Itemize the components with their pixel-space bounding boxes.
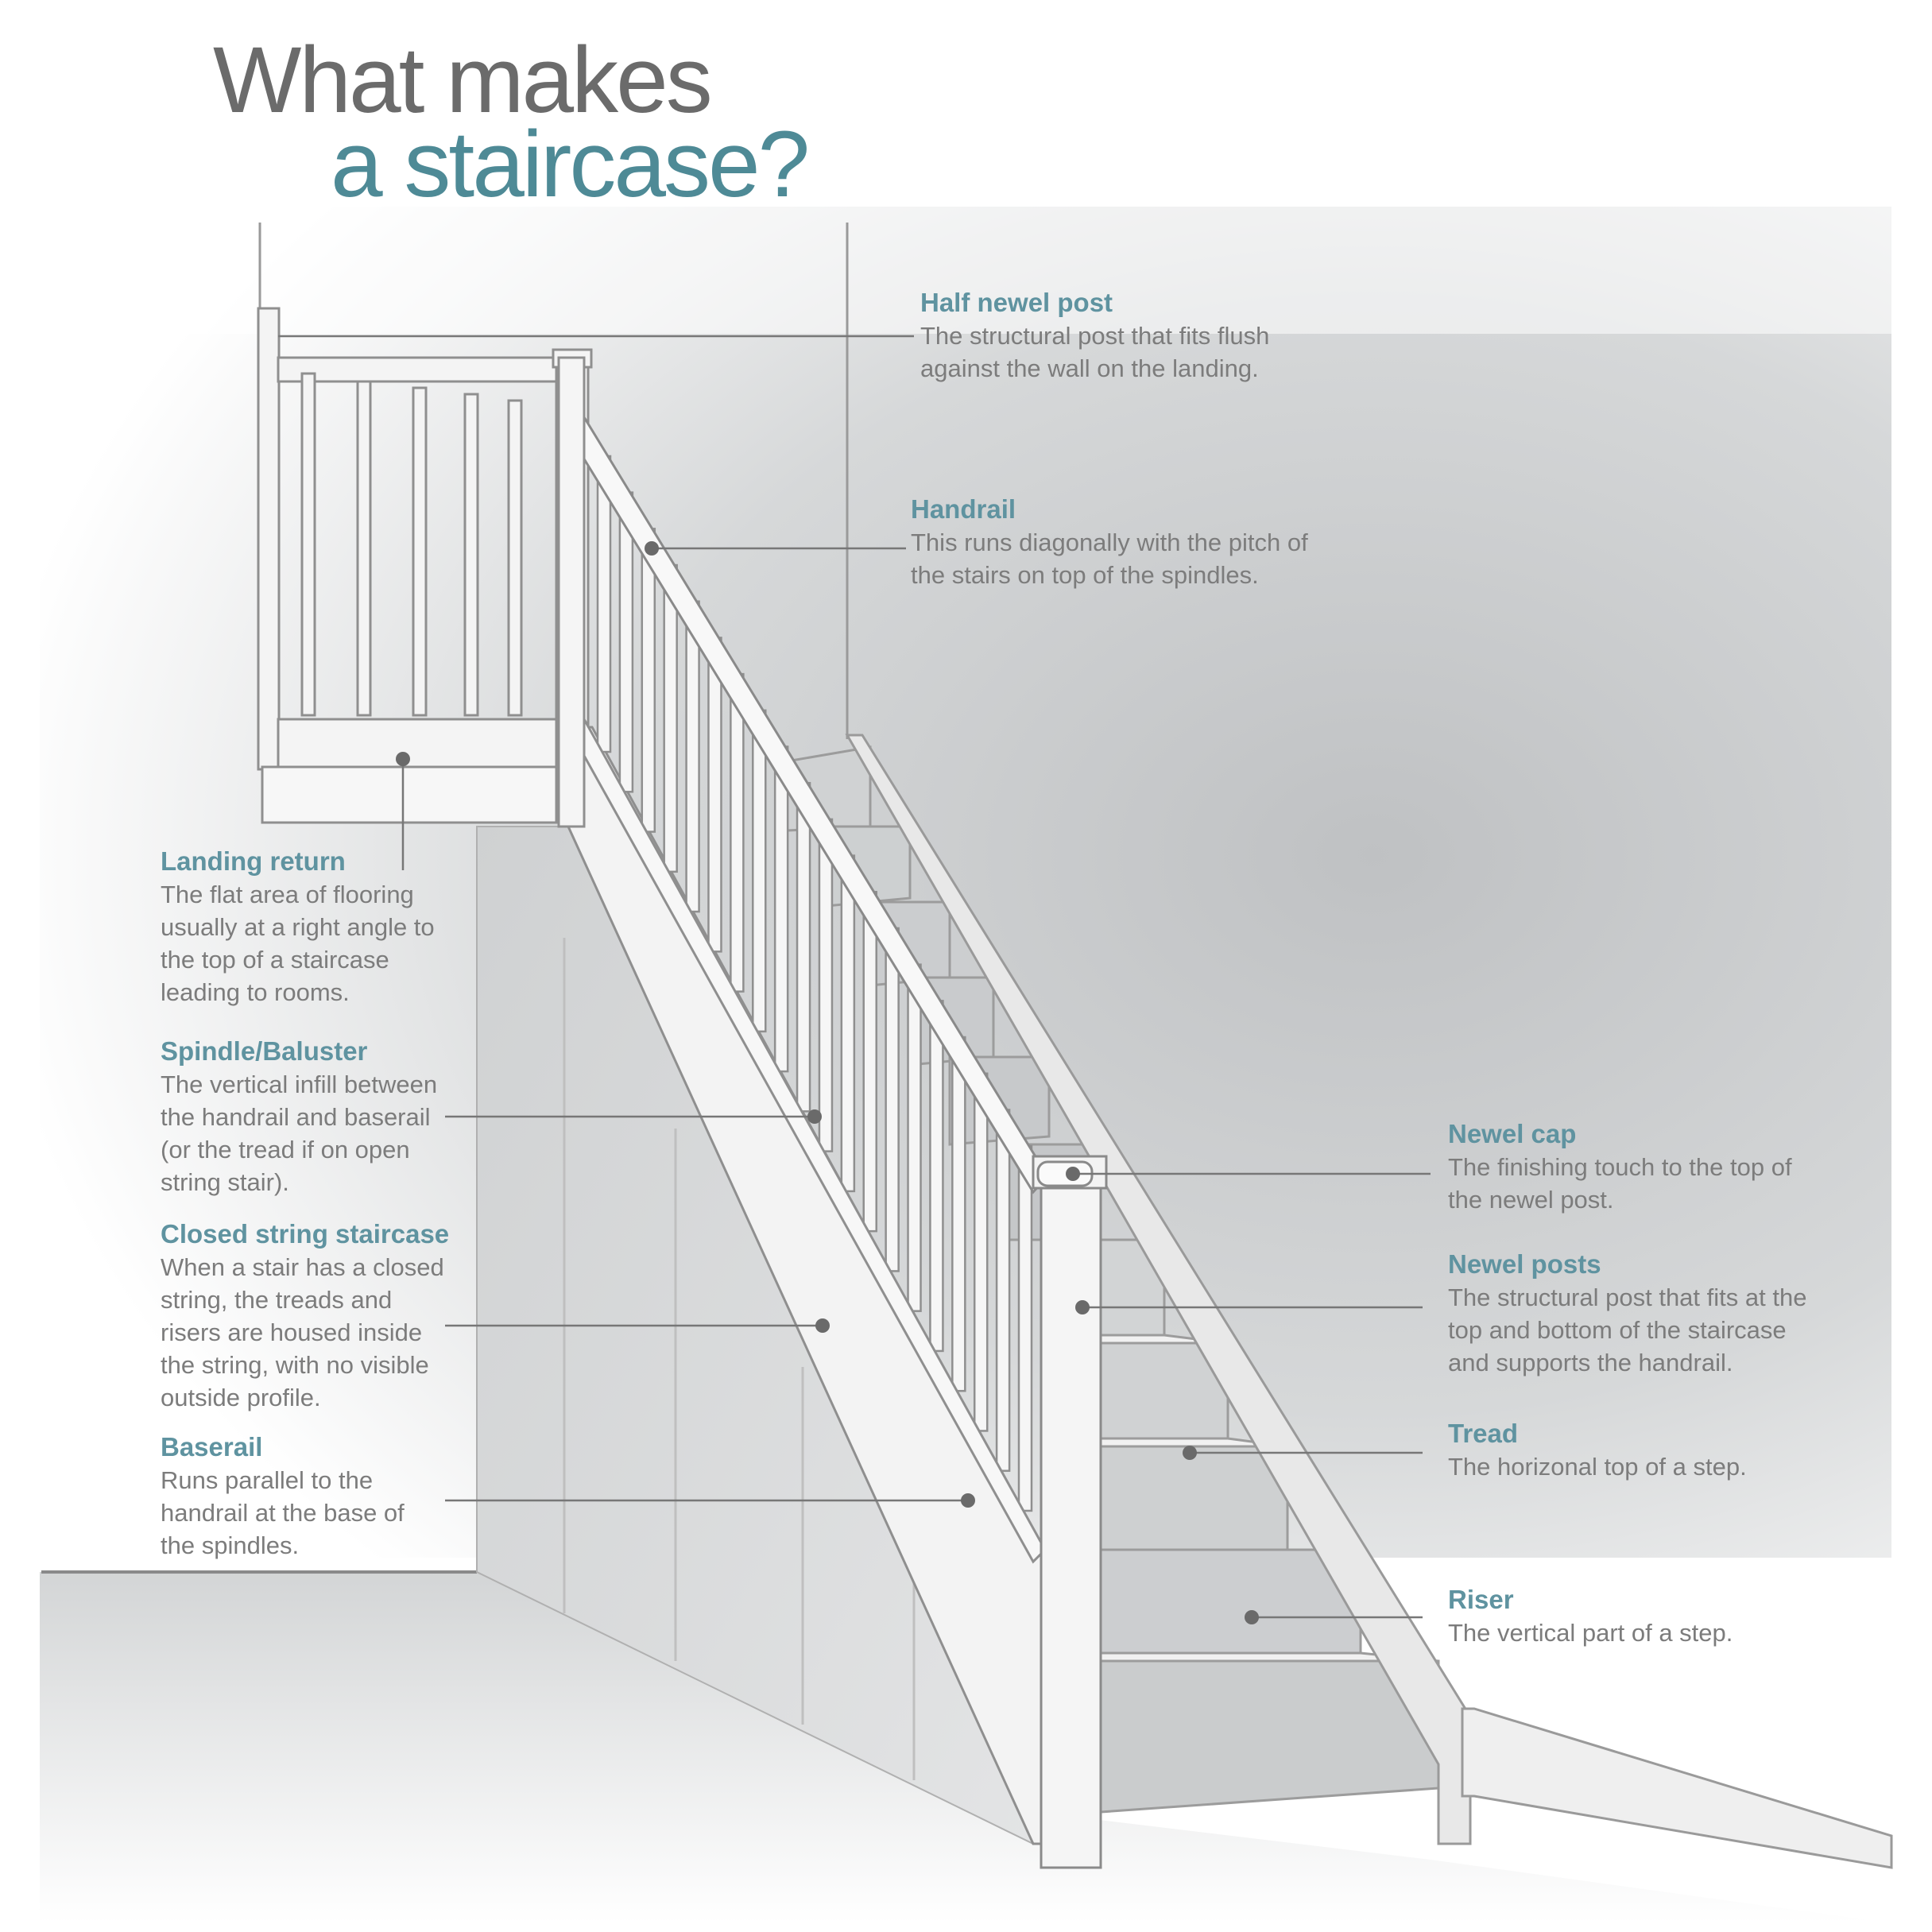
- floor: [40, 1572, 1891, 1923]
- spindle: [730, 672, 745, 993]
- callout-desc-line: The structural post that fits flush: [920, 322, 1270, 350]
- leader-dots: [396, 541, 1259, 1624]
- spindle: [707, 637, 722, 953]
- spindle: [951, 1036, 966, 1392]
- callout-heading: Closed string staircase: [161, 1219, 450, 1249]
- callout-desc-line: the stairs on top of the spindles.: [911, 561, 1259, 589]
- callout-baserail: Baserail Runs parallel to the handrail a…: [161, 1431, 405, 1562]
- callout-desc-line: the handrail and baserail: [161, 1103, 431, 1131]
- top-newel-post: [557, 356, 586, 828]
- spindle: [773, 745, 789, 1073]
- callout-newel-cap: Newel cap The finishing touch to the top…: [1448, 1117, 1792, 1216]
- callout-desc-line: string stair).: [161, 1168, 289, 1196]
- callout-handrail: Handrail This runs diagonally with the p…: [911, 493, 1308, 591]
- spindle: [685, 600, 700, 913]
- callout-heading: Landing return: [161, 846, 346, 876]
- callout-tread: Tread The horizonal top of a step.: [1448, 1417, 1747, 1483]
- callout-desc-line: the top of a staircase: [161, 946, 389, 974]
- callout-landing-return: Landing return The flat area of flooring…: [161, 845, 435, 1009]
- callout-desc-line: The structural post that fits at the: [1448, 1283, 1807, 1311]
- callout-desc-line: The flat area of flooring: [161, 881, 414, 908]
- spindle: [862, 891, 877, 1233]
- callout-desc-line: the newel post.: [1448, 1186, 1614, 1214]
- callout-heading: Half newel post: [920, 288, 1113, 317]
- spindle: [885, 927, 900, 1272]
- callout-desc-line: outside profile.: [161, 1384, 321, 1411]
- page-title-line1: What makes: [213, 28, 713, 133]
- callout-newel-posts: Newel posts The structural post that fit…: [1448, 1248, 1806, 1379]
- page-title-line2: a staircase?: [331, 112, 810, 217]
- callout-desc-line: The horizonal top of a step.: [1448, 1453, 1747, 1481]
- callout-desc-line: and supports the handrail.: [1448, 1349, 1733, 1376]
- spindle: [663, 563, 678, 873]
- callout-desc-line: This runs diagonally with the pitch of: [911, 528, 1308, 556]
- callout-desc-line: top and bottom of the staircase: [1448, 1316, 1787, 1344]
- spindle: [1017, 1144, 1033, 1512]
- callout-half-newel-post: Half newel post The structural post that…: [920, 286, 1269, 385]
- spindle: [995, 1109, 1011, 1472]
- callout-desc-line: The finishing touch to the top of: [1448, 1153, 1792, 1181]
- callout-desc-line: against the wall on the landing.: [920, 354, 1259, 382]
- spindle: [752, 709, 767, 1033]
- spindle: [618, 491, 634, 793]
- callout-heading: Riser: [1448, 1585, 1514, 1614]
- callout-heading: Newel posts: [1448, 1249, 1601, 1279]
- callout-heading: Baserail: [161, 1432, 263, 1462]
- leader-lines: [278, 335, 1431, 1619]
- skirting-board: [1461, 1707, 1893, 1869]
- spindle: [929, 1000, 944, 1353]
- spindle: [907, 963, 922, 1312]
- callout-desc-line: usually at a right angle to: [161, 913, 435, 941]
- callout-desc-line: handrail at the base of: [161, 1499, 405, 1527]
- spindle: [818, 818, 834, 1152]
- wall-string: [845, 734, 1472, 1845]
- callout-desc-line: leading to rooms.: [161, 978, 350, 1006]
- callout-heading: Newel cap: [1448, 1119, 1577, 1148]
- callout-desc-line: The vertical infill between: [161, 1071, 438, 1098]
- callout-riser: Riser The vertical part of a step.: [1448, 1583, 1733, 1649]
- spindle: [796, 781, 811, 1113]
- callout-spindle-baluster: Spindle/Baluster The vertical infill bet…: [161, 1035, 437, 1198]
- callout-closed-string: Closed string staircase When a stair has…: [161, 1218, 449, 1414]
- callout-desc-line: the spindles.: [161, 1531, 300, 1559]
- spindle: [840, 854, 856, 1193]
- callout-heading: Tread: [1448, 1419, 1519, 1448]
- spindle: [973, 1072, 989, 1432]
- callout-desc-line: string, the treads and: [161, 1286, 393, 1314]
- callout-heading: Spindle/Baluster: [161, 1036, 368, 1066]
- callout-desc-line: (or the tread if on open: [161, 1136, 410, 1163]
- callout-desc-line: When a stair has a closed: [161, 1253, 444, 1281]
- callout-desc-line: The vertical part of a step.: [1448, 1619, 1733, 1647]
- callout-desc-line: risers are housed inside: [161, 1318, 423, 1346]
- spindle: [641, 528, 656, 833]
- callout-desc-line: the string, with no visible: [161, 1351, 429, 1379]
- callout-desc-line: Runs parallel to the: [161, 1466, 374, 1494]
- bottom-newel-post: [1032, 1155, 1108, 1869]
- callout-heading: Handrail: [911, 494, 1016, 524]
